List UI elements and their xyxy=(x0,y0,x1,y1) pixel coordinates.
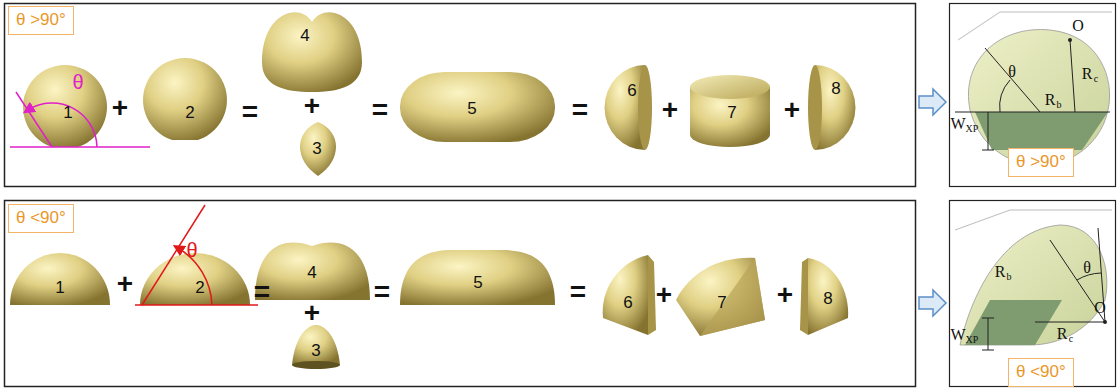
symbol-label: W xyxy=(950,327,965,343)
operator-sign: = xyxy=(570,278,586,306)
subscript-label: b xyxy=(1057,100,1062,110)
operator-sign: + xyxy=(304,92,320,120)
angle-symbol: θ xyxy=(186,240,197,260)
symbol-label: θ xyxy=(1008,64,1016,80)
condition-tag: θ <90° xyxy=(1008,358,1074,387)
symbol-label: R xyxy=(1082,66,1093,82)
callout-number: 1 xyxy=(63,104,72,121)
subscript-label: b xyxy=(1007,272,1012,282)
angle-symbol: θ xyxy=(72,72,83,92)
subscript-label: c xyxy=(1094,74,1098,84)
callout-number: 8 xyxy=(823,290,832,307)
callout-number: 6 xyxy=(627,82,636,99)
symbol-label: R xyxy=(1057,326,1068,342)
operator-sign: + xyxy=(117,270,133,298)
subscript-label: c xyxy=(1069,334,1073,344)
subscript-label: XP xyxy=(966,335,979,345)
callout-number: 4 xyxy=(300,27,309,44)
callout-number: 3 xyxy=(311,342,320,359)
operator-sign: = xyxy=(254,278,270,306)
condition-text: θ <90° xyxy=(1016,363,1066,382)
operator-sign: = xyxy=(374,278,390,306)
condition-tag: θ >90° xyxy=(1008,148,1074,177)
operator-sign: + xyxy=(777,281,793,309)
callout-number: 2 xyxy=(185,104,194,121)
symbol-label: O xyxy=(1072,18,1084,34)
callout-number: 3 xyxy=(312,140,321,157)
operator-sign: + xyxy=(304,299,320,327)
operator-sign: + xyxy=(112,94,128,122)
operator-sign: + xyxy=(662,96,678,124)
callout-number: 5 xyxy=(473,274,482,291)
callout-number: 6 xyxy=(623,294,632,311)
operator-sign: = xyxy=(242,98,258,126)
operator-sign: + xyxy=(784,96,800,124)
symbol-label: θ xyxy=(1083,260,1091,276)
callout-number: 1 xyxy=(55,279,64,296)
symbol-label: R xyxy=(1045,92,1056,108)
callout-number: 5 xyxy=(467,100,476,117)
condition-text: θ >90° xyxy=(1016,153,1066,172)
subscript-label: XP xyxy=(966,124,979,134)
callout-number: 7 xyxy=(727,104,736,121)
condition-text: θ >90° xyxy=(16,11,66,30)
callout-number: 2 xyxy=(195,279,204,296)
condition-tag: θ <90° xyxy=(8,204,74,233)
condition-text: θ <90° xyxy=(16,209,66,228)
symbol-label: O xyxy=(1094,300,1106,316)
operator-sign: = xyxy=(372,96,388,124)
symbol-label: W xyxy=(950,116,965,132)
operator-sign: = xyxy=(572,96,588,124)
symbol-label: R xyxy=(995,264,1006,280)
condition-tag: θ >90° xyxy=(8,6,74,35)
operator-sign: + xyxy=(656,281,672,309)
callout-number: 8 xyxy=(831,80,840,97)
callout-number: 7 xyxy=(717,294,726,311)
callout-number: 4 xyxy=(307,264,316,281)
